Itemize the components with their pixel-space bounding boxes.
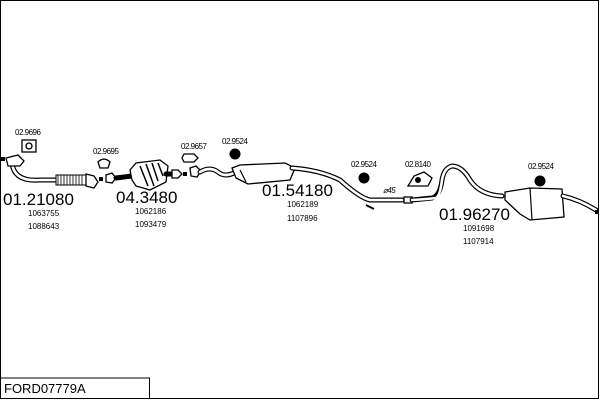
svg-text:1093479: 1093479 <box>135 220 167 229</box>
pipe-diameter-label: ⌀45 <box>383 186 396 195</box>
svg-text:1107896: 1107896 <box>287 214 318 223</box>
svg-text:1062186: 1062186 <box>135 207 167 216</box>
svg-text:1063755: 1063755 <box>28 209 60 218</box>
accessory-02-8140[interactable]: 02.8140 <box>405 160 433 187</box>
svg-text:1107914: 1107914 <box>463 237 494 246</box>
part-label-01-54180[interactable]: 01.54180 1062189 1107896 <box>262 181 333 223</box>
svg-text:01.54180: 01.54180 <box>262 181 333 200</box>
centre-silencer[interactable] <box>189 162 405 210</box>
part-label-04-3480[interactable]: 04.3480 1062186 1093479 <box>116 188 177 229</box>
svg-text:1091698: 1091698 <box>463 224 495 233</box>
svg-text:04.3480: 04.3480 <box>116 188 177 207</box>
svg-text:02.9524: 02.9524 <box>528 162 554 171</box>
svg-text:02.9524: 02.9524 <box>222 137 248 146</box>
part-label-01-21080[interactable]: 01.21080 1063755 1088643 <box>3 190 74 231</box>
diagram-title: FORD07779A <box>4 381 86 396</box>
accessory-02-9524-b[interactable]: 02.9524 <box>351 160 378 184</box>
accessory-02-9695[interactable]: 02.9695 <box>93 147 120 169</box>
svg-text:1088643: 1088643 <box>28 222 60 231</box>
svg-text:1062189: 1062189 <box>287 200 319 209</box>
svg-text:01.21080: 01.21080 <box>3 190 74 209</box>
part-label-01-96270[interactable]: 01.96270 1091698 1107914 <box>439 205 510 246</box>
svg-text:02.8140: 02.8140 <box>405 160 431 169</box>
svg-text:02.9657: 02.9657 <box>181 142 207 151</box>
front-pipe[interactable] <box>1 154 99 189</box>
accessory-02-9696[interactable]: 02.9696 <box>15 128 42 153</box>
svg-text:02.9524: 02.9524 <box>351 160 377 169</box>
title-box <box>0 377 150 399</box>
accessory-02-9657[interactable]: 02.9657 <box>181 142 208 163</box>
svg-text:01.96270: 01.96270 <box>439 205 510 224</box>
svg-text:02.9696: 02.9696 <box>15 128 41 137</box>
accessory-02-9524-a[interactable]: 02.9524 <box>222 137 249 160</box>
catalytic-converter[interactable] <box>99 159 187 191</box>
rear-silencer[interactable] <box>403 163 599 221</box>
accessory-02-9524-c[interactable]: 02.9524 <box>528 162 555 187</box>
svg-text:02.9695: 02.9695 <box>93 147 119 156</box>
